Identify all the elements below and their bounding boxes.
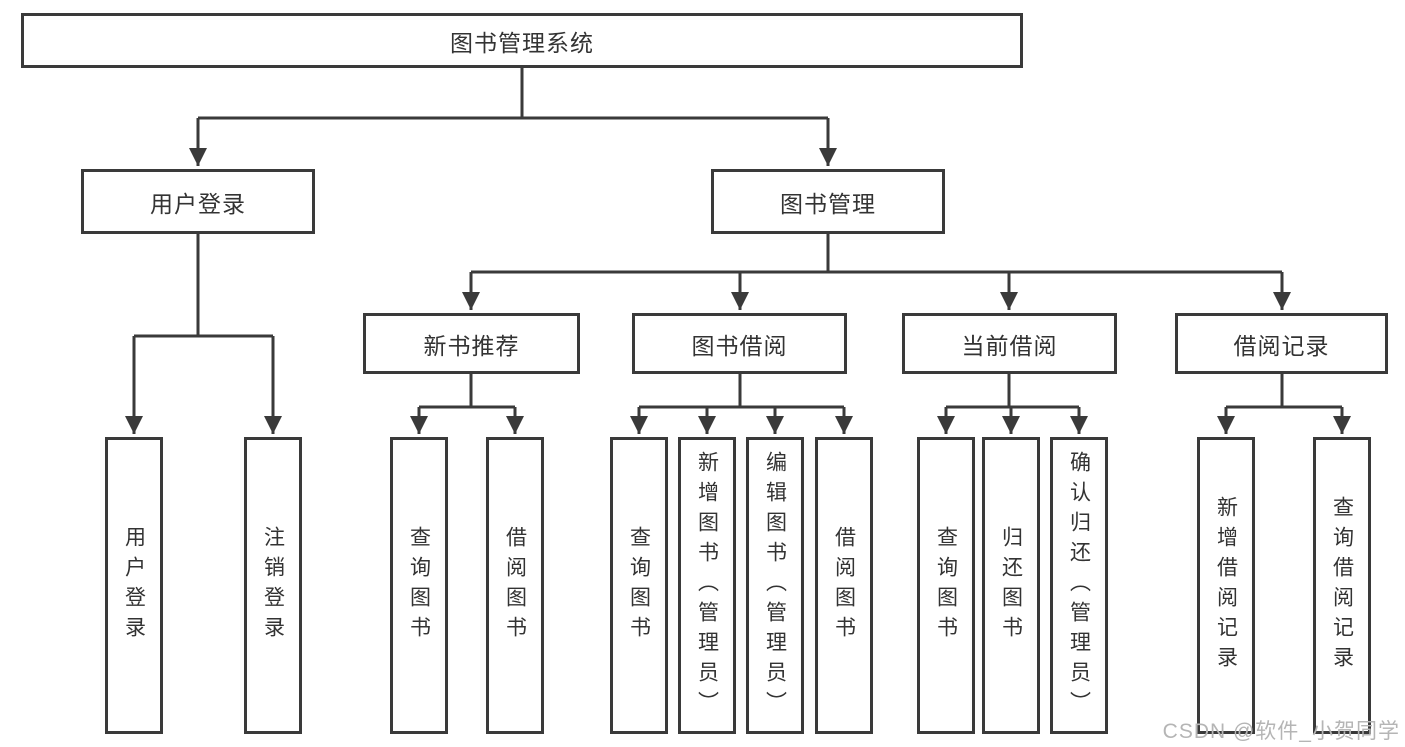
node-new-books: 新书推荐 [363,313,580,374]
node-borrow-records-label: 借阅记录 [1233,332,1330,359]
node-borrow-records: 借阅记录 [1175,313,1388,374]
leaf-records-add-label: 新增借阅记录 [1214,495,1238,676]
leaf-records-add: 新增借阅记录 [1197,437,1255,734]
node-book-borrow-label: 图书借阅 [691,332,788,359]
leaf-records-query-label: 查询借阅记录 [1330,495,1354,676]
leaf-current-query: 查询图书 [917,437,975,734]
leaf-borrow-borrow: 借阅图书 [815,437,873,734]
leaf-borrow-query: 查询图书 [610,437,668,734]
leaf-newbooks-borrow-label: 借阅图书 [503,525,527,646]
connector-root-to-level2 [189,68,837,166]
leaf-logout-label: 注销登录 [261,525,285,646]
connector-book-mgmt-children [462,234,1291,310]
connector-book-borrow-children [630,374,853,434]
leaf-borrow-query-label: 查询图书 [627,525,651,646]
node-root: 图书管理系统 [21,13,1023,68]
leaf-logout: 注销登录 [244,437,302,734]
leaf-borrow-add: 新增图书（管理员） [678,437,736,734]
leaf-current-return-label: 归还图书 [999,525,1023,646]
connector-new-books-children [410,374,524,434]
leaf-current-confirm: 确认归还（管理员） [1050,437,1108,734]
leaf-user-login-label: 用户登录 [122,525,146,646]
node-book-borrow: 图书借阅 [632,313,847,374]
leaf-borrow-edit-label: 编辑图书（管理员） [763,450,787,721]
leaf-current-query-label: 查询图书 [934,525,958,646]
leaf-borrow-borrow-label: 借阅图书 [832,525,856,646]
connector-user-login-children [125,234,282,434]
leaf-current-confirm-label: 确认归还（管理员） [1067,450,1091,721]
node-current-borrow-label: 当前借阅 [961,332,1058,359]
node-book-mgmt: 图书管理 [711,169,945,234]
leaf-newbooks-borrow: 借阅图书 [486,437,544,734]
leaf-records-query: 查询借阅记录 [1313,437,1371,734]
node-user-login: 用户登录 [81,169,315,234]
leaf-current-return: 归还图书 [982,437,1040,734]
node-book-mgmt-label: 图书管理 [780,190,876,217]
leaf-borrow-edit: 编辑图书（管理员） [746,437,804,734]
node-root-label: 图书管理系统 [450,29,594,56]
connector-borrow-records-children [1217,374,1351,434]
leaf-borrow-add-label: 新增图书（管理员） [695,450,719,721]
leaf-newbooks-query: 查询图书 [390,437,448,734]
node-new-books-label: 新书推荐 [423,332,520,359]
leaf-newbooks-query-label: 查询图书 [407,525,431,646]
connector-current-borrow-children [937,374,1088,434]
node-user-login-label: 用户登录 [150,190,246,217]
watermark: CSDN @软件_小贺同学 [1162,720,1400,743]
node-current-borrow: 当前借阅 [902,313,1117,374]
leaf-user-login: 用户登录 [105,437,163,734]
